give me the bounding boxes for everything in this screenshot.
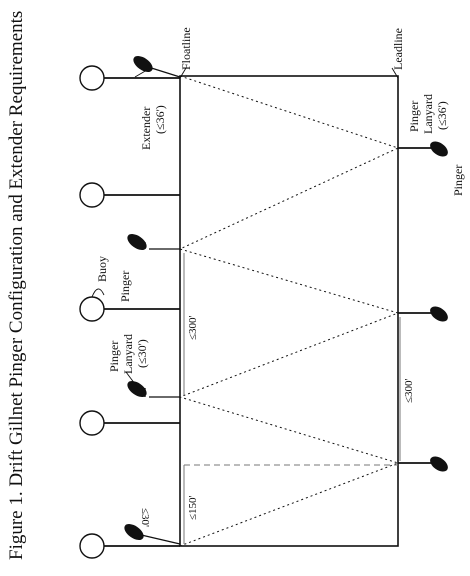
label-leaders	[91, 67, 399, 389]
buoy	[79, 410, 105, 436]
pinger-lanyard-label: Pinger	[107, 341, 121, 372]
spacing-markers	[183, 253, 401, 544]
figure-caption: Figure 1. Drift Gillnet Pinger Configura…	[6, 11, 27, 560]
net-panel	[179, 75, 399, 547]
pinger-label: Pinger	[451, 165, 465, 196]
spacing-300-label: ≤300'	[187, 315, 199, 340]
buoy	[79, 65, 105, 91]
pinger	[430, 456, 448, 472]
pinger	[133, 56, 153, 72]
spacing-300-label: ≤300'	[403, 378, 415, 403]
buoy	[79, 533, 105, 559]
lanyard-float-limit-label: (≤30')	[135, 339, 149, 368]
buoy	[79, 296, 105, 322]
pinger-lanyard-label: Pinger	[407, 101, 421, 132]
pinger	[127, 234, 147, 250]
pinger-label: Pinger	[118, 271, 132, 302]
extender-label: Extender	[139, 107, 153, 150]
pinger-lanyard-label: Lanyard	[421, 94, 435, 134]
buoy-label: Buoy	[95, 256, 109, 282]
pinger	[430, 141, 448, 157]
buoy-lines	[104, 77, 180, 547]
net-mesh	[178, 75, 400, 547]
extender-limit-label: (≤36')	[153, 105, 167, 134]
buoy	[79, 182, 105, 208]
spacing-150-label: ≤150'	[187, 495, 199, 520]
spacing-30-label: ≤30'	[139, 508, 151, 527]
floatline-label: Floatline	[179, 27, 193, 70]
lanyard-lead-limit-label: (≤36')	[435, 101, 449, 130]
buoys	[79, 65, 105, 559]
pinger	[127, 381, 147, 397]
leadline-pingers	[398, 147, 438, 464]
pinger	[430, 306, 448, 322]
pinger-lanyard-label: Lanyard	[121, 334, 135, 374]
leadline-label: Leadline	[391, 28, 405, 70]
pinger	[124, 524, 144, 540]
